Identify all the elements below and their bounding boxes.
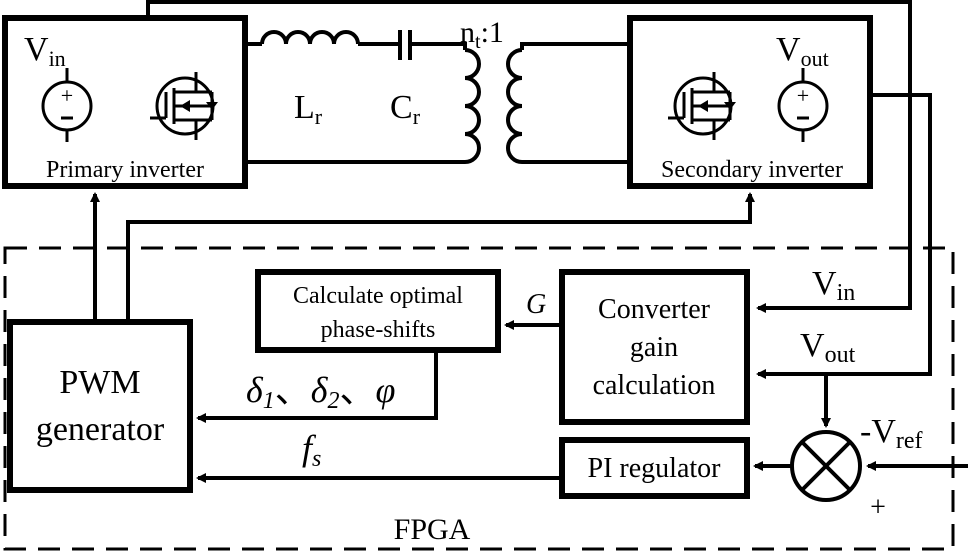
summing-junction-icon <box>790 430 862 502</box>
pwm-to-secondary-wire <box>126 192 755 322</box>
dc-source-icon: + <box>41 68 93 142</box>
gain-signal-label: G <box>526 289 546 320</box>
converter-gain-box <box>559 269 750 425</box>
secondary-inverter-box <box>627 15 873 189</box>
transformer-ratio-label: nt:1 <box>460 16 504 53</box>
capacitor-label: Cr <box>390 89 421 129</box>
calc-phase-box <box>255 269 501 353</box>
plus-sign-label: + <box>870 492 886 523</box>
calc-phase-line1: Calculate optimal <box>293 283 463 309</box>
calc-phase-line2: phase-shifts <box>321 317 436 343</box>
converter-gain-line3: calculation <box>593 370 716 401</box>
converter-gain-line1: Converter <box>598 294 711 325</box>
pi-regulator-box <box>559 437 750 499</box>
vin-signal-label: Vin <box>812 265 855 306</box>
inductor-lr <box>260 30 360 45</box>
transformer-secondary-winding <box>506 48 523 164</box>
secondary-vout-label: Vout <box>776 31 829 71</box>
dc-source-icon: + <box>777 68 829 142</box>
primary-vin-label: Vin <box>24 31 66 71</box>
mosfet-icon <box>150 72 218 140</box>
primary-inverter-box <box>2 15 248 189</box>
fpga-label: FPGA <box>394 513 471 546</box>
fpga-boundary <box>3 246 955 551</box>
vout-feedback-wire <box>756 93 932 379</box>
svg-text:+: + <box>797 83 809 108</box>
svg-text:+: + <box>61 83 73 108</box>
vref-signal-label: -Vref <box>860 413 923 454</box>
inductor-label: Lr <box>294 89 323 129</box>
converter-gain-line2: gain <box>630 332 678 363</box>
phase-shift-signal-label: δ1、δ2、φ <box>246 370 395 414</box>
primary-inverter-label: Primary inverter <box>46 157 204 183</box>
vout-signal-label: Vout <box>800 327 856 368</box>
pwm-generator-line1: PWM <box>59 364 140 401</box>
pi-regulator-label: PI regulator <box>588 453 722 484</box>
pwm-generator-line2: generator <box>36 411 165 448</box>
transformer-primary-winding <box>464 48 481 164</box>
secondary-inverter-label: Secondary inverter <box>661 157 843 183</box>
cap-xfmr-wire <box>410 42 467 50</box>
mosfet-icon <box>668 72 736 140</box>
secondary-top-wire <box>520 42 630 50</box>
vin-feedback-wire <box>756 95 912 313</box>
pwm-generator-box <box>7 319 193 493</box>
phase-shift-signal-wire <box>196 350 438 423</box>
fs-signal-label: fs <box>302 428 321 472</box>
